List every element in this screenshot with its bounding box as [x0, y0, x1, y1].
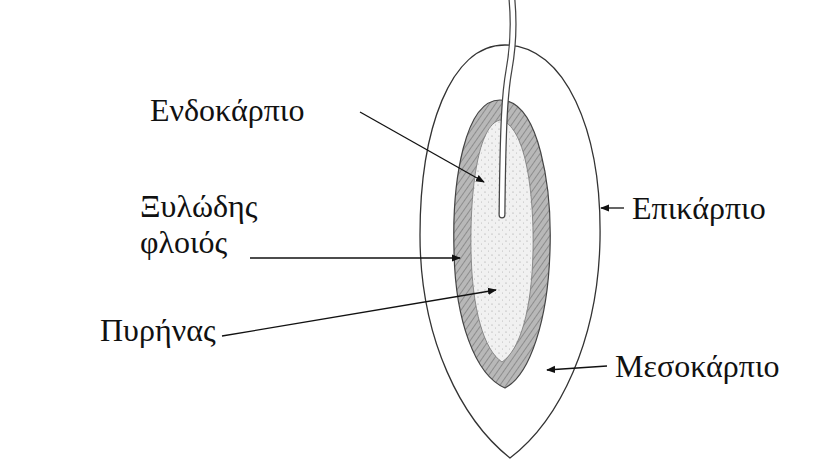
leader-line	[222, 290, 496, 336]
part-label: Μεσοκάρπιο	[615, 348, 820, 384]
part-label: Ξυλώδης φλοιός	[140, 188, 290, 260]
leader-line	[547, 366, 607, 370]
part-label: Επικάρπιο	[632, 190, 822, 226]
leader-line	[250, 257, 460, 258]
part-label: Ενδοκάρπιο	[150, 92, 350, 128]
part-label: Πυρήνας	[100, 312, 250, 348]
leader-line	[360, 112, 484, 182]
epicarp-outline	[420, 45, 600, 458]
leader-line	[601, 207, 624, 208]
stem-fill	[502, 0, 513, 215]
stem-outline	[502, 0, 513, 215]
